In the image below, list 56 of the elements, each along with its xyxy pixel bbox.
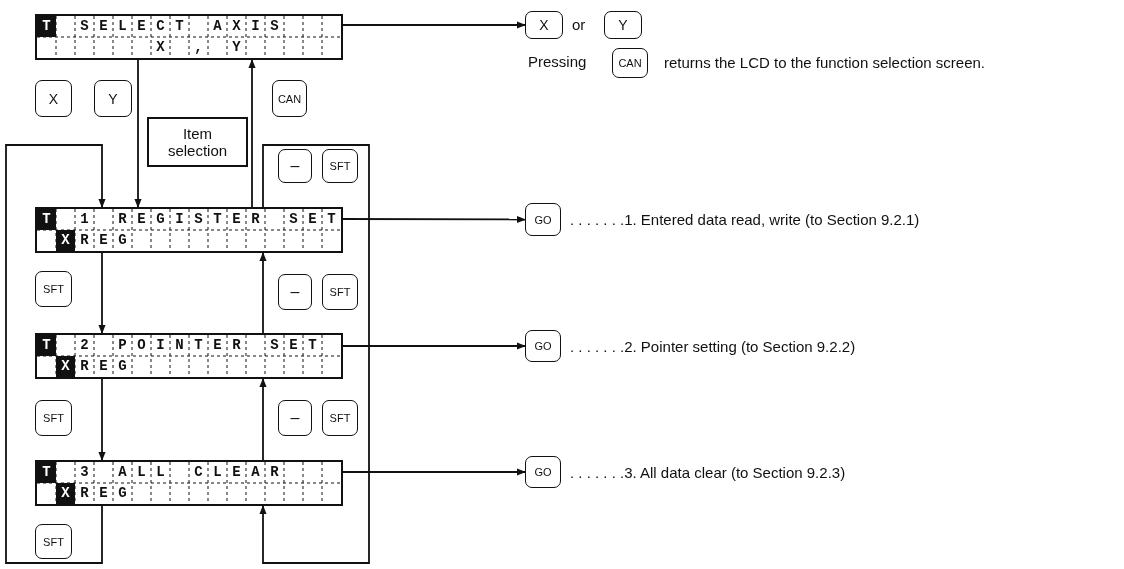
arrow (259, 144, 370, 564)
lcd-screen (35, 333, 343, 379)
key-cap: GO (525, 330, 561, 362)
lcd-indicator: X (56, 483, 75, 504)
lcd-text: 1 REGISTER SET (79, 210, 347, 229)
lcd-indicator: T (37, 16, 56, 37)
note-text: . . . . . . .1. Entered data read, write (to Section 9.2.1) (570, 211, 920, 229)
arrow (342, 21, 526, 29)
lcd-screen (35, 207, 343, 253)
lcd-text: REG (79, 231, 138, 250)
lcd-indicator: X (56, 356, 75, 377)
key-cap: – (278, 149, 312, 183)
lcd-text: SELECT AXIS (79, 17, 290, 36)
lcd-text: REG (79, 357, 138, 376)
lcd-indicator: T (37, 462, 56, 483)
arrow (342, 342, 526, 350)
key-cap: SFT (322, 274, 358, 310)
key-cap: SFT (35, 524, 72, 559)
key-cap: – (278, 400, 312, 436)
lcd-screen (35, 460, 343, 506)
note-text: Pressing (528, 53, 587, 71)
arrow (248, 59, 256, 208)
arrow (259, 252, 267, 334)
arrow (259, 378, 267, 461)
key-cap: GO (525, 456, 561, 488)
lcd-screen (35, 14, 343, 60)
arrow (98, 378, 106, 461)
key-cap: – (278, 274, 312, 310)
lcd-text: X , Y (155, 38, 252, 57)
arrow (342, 468, 526, 476)
key-cap: SFT (322, 149, 358, 183)
key-cap: Y (94, 80, 132, 117)
arrow (98, 252, 106, 334)
note-text: . . . . . . .3. All data clear (to Section 9.2.3) (570, 464, 846, 482)
lcd-indicator: T (37, 335, 56, 356)
note-text: . . . . . . .2. Pointer setting (to Section 9.2.2) (570, 338, 856, 356)
lcd-indicator: X (56, 230, 75, 251)
key-cap: CAN (612, 48, 648, 78)
key-cap: X (35, 80, 72, 117)
lcd-text: 3 ALL CLEAR (79, 463, 290, 482)
arrow (342, 215, 526, 224)
lcd-indicator: T (37, 209, 56, 230)
lcd-text: REG (79, 484, 138, 503)
key-cap: SFT (35, 400, 72, 436)
note-text: returns the LCD to the function selection screen. (664, 54, 985, 72)
note-text: or (572, 16, 586, 34)
key-cap: SFT (322, 400, 358, 436)
label-box: Item selection (147, 117, 248, 167)
key-cap: GO (525, 203, 561, 236)
key-cap: Y (604, 11, 642, 39)
arrow (134, 59, 142, 208)
arrow (5, 144, 106, 564)
key-cap: X (525, 11, 563, 39)
key-cap: SFT (35, 271, 72, 307)
key-cap: CAN (272, 80, 307, 117)
lcd-text: 2 POINTER SET (79, 336, 328, 355)
